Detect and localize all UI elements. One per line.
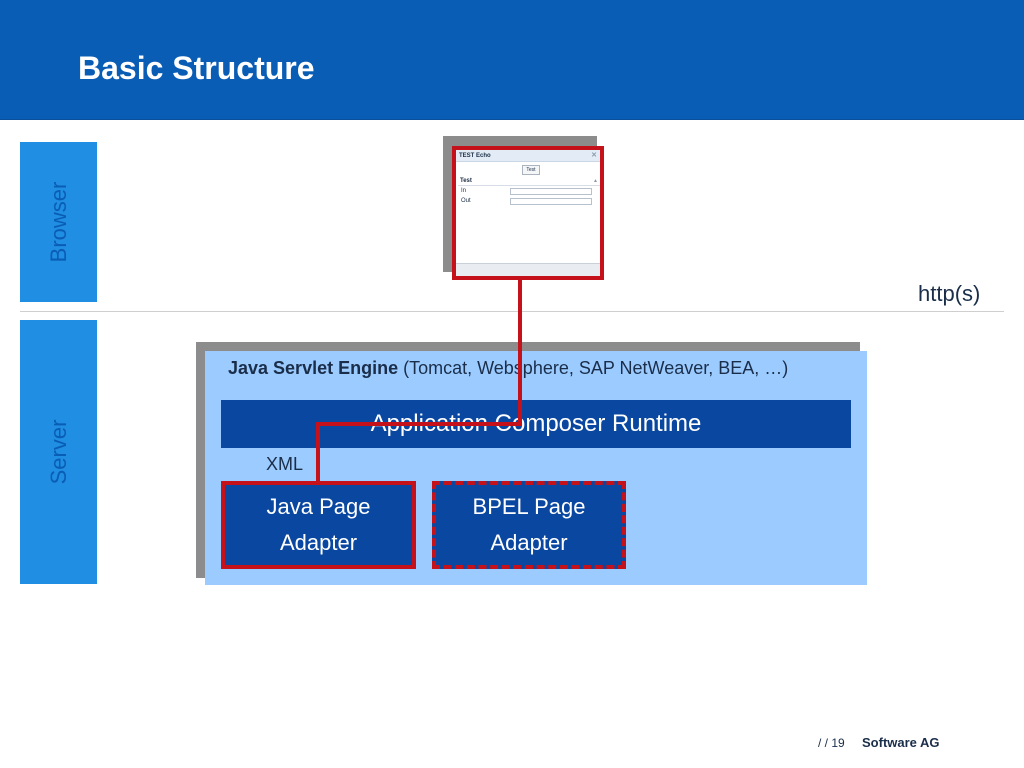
thumbnail-in-field xyxy=(510,188,592,195)
thumbnail-section-header: Test ▲ xyxy=(458,177,600,186)
browser-window-thumbnail: TEST Echo ✕ Test Test ▲ In Out xyxy=(452,146,604,280)
thumbnail-test-button: Test xyxy=(522,165,540,175)
slide-header xyxy=(0,0,1024,120)
browser-layer-text: Browser xyxy=(45,181,71,263)
bpel-page-adapter: BPEL Page Adapter xyxy=(432,481,626,569)
xml-label: XML xyxy=(266,454,304,474)
company-name: Software AG xyxy=(862,735,940,750)
close-icon: ✕ xyxy=(591,152,597,159)
servlet-engine-name: Java Servlet Engine xyxy=(228,358,399,378)
thumbnail-row-in: In xyxy=(458,187,600,196)
java-adapter-line2: Adapter xyxy=(279,530,358,555)
composer-runtime-bar: Application Composer Runtime xyxy=(221,400,851,448)
layer-divider xyxy=(20,311,1004,312)
collapse-icon: ▲ xyxy=(593,178,598,184)
page-number: / / 19 xyxy=(818,736,845,750)
java-adapter-line1: Java Page xyxy=(266,494,371,519)
thumbnail-title: TEST Echo xyxy=(459,153,491,159)
servlet-engine-title: Java Servlet Engine (Tomcat, Websphere, … xyxy=(228,358,788,379)
thumbnail-row-out: Out xyxy=(458,197,600,206)
thumbnail-row-label: Out xyxy=(461,198,471,204)
page-title: Basic Structure xyxy=(78,50,315,86)
server-layer-label: Server xyxy=(20,320,97,584)
protocol-label: http(s) xyxy=(918,281,981,306)
browser-layer-label: Browser xyxy=(20,142,97,302)
bpel-adapter-line1: BPEL Page xyxy=(472,494,586,519)
thumbnail-section-title: Test xyxy=(460,178,472,184)
server-layer-text: Server xyxy=(45,419,71,485)
bpel-adapter-line2: Adapter xyxy=(490,530,568,555)
thumbnail-title-bar: TEST Echo ✕ xyxy=(456,150,600,162)
java-page-adapter: Java Page Adapter xyxy=(221,481,416,569)
composer-runtime-label: Application Composer Runtime xyxy=(370,410,702,437)
thumbnail-out-field xyxy=(510,198,592,205)
thumbnail-row-label: In xyxy=(461,188,467,194)
thumbnail-status-bar xyxy=(456,263,600,276)
servlet-engine-examples: (Tomcat, Websphere, SAP NetWeaver, BEA, … xyxy=(403,358,789,378)
